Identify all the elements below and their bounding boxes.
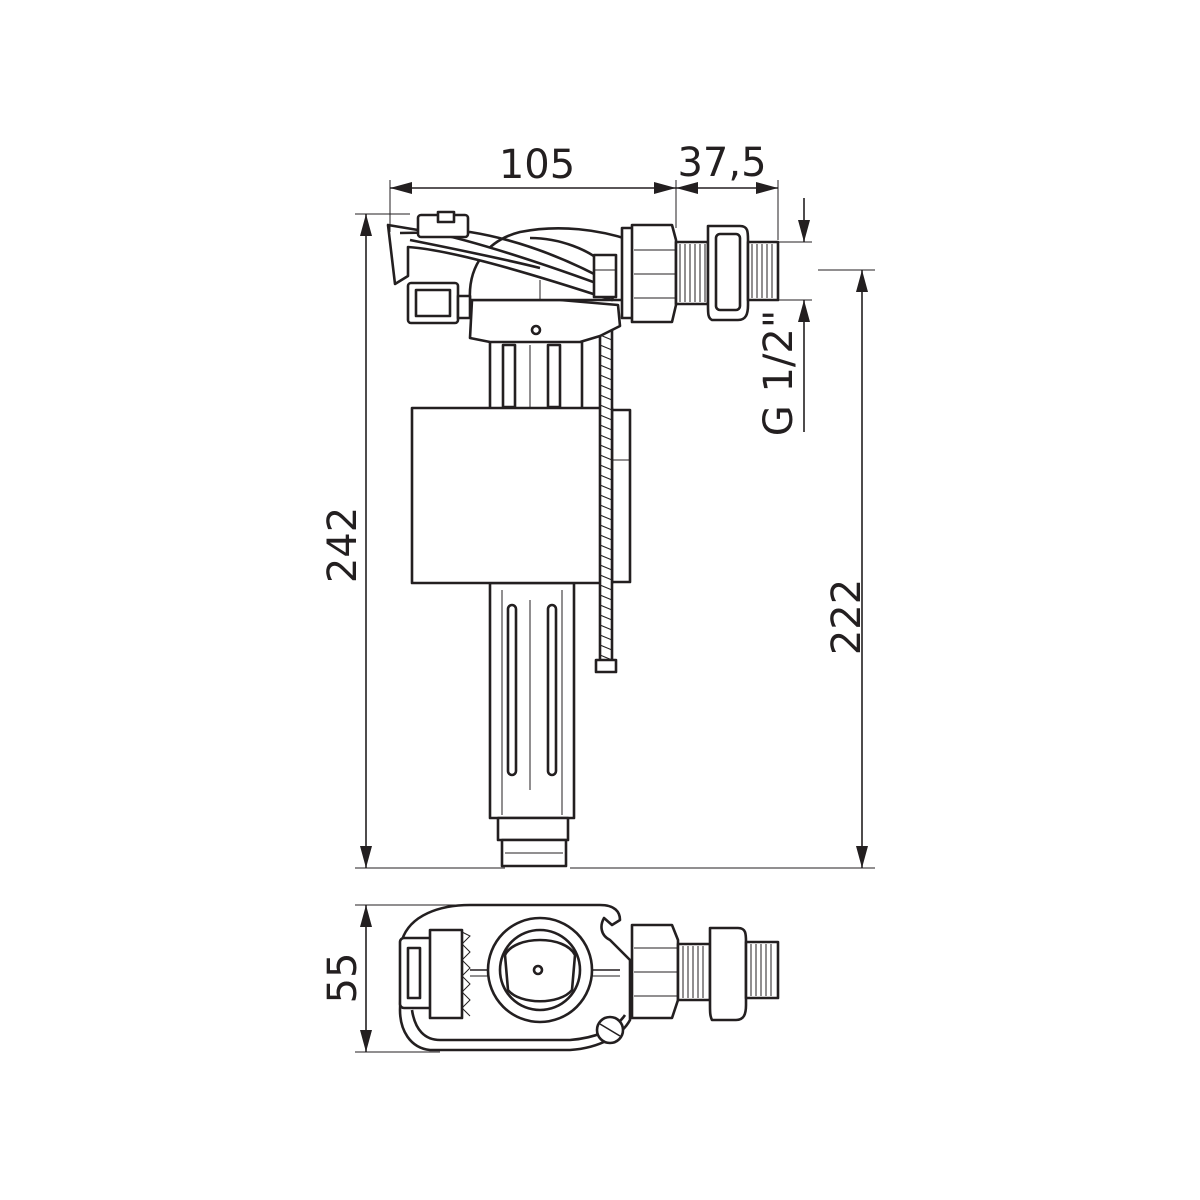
dimension-depth: 55 [320,904,470,1053]
dimension-width-inlet: 37,5 [676,140,778,194]
lower-stem [488,581,576,868]
dimension-height-total-label: 242 [320,507,366,583]
top-inlet [630,923,780,1022]
dimension-height-inlet-label: 222 [824,579,870,655]
dimension-width-body: 105 [389,142,779,240]
front-view: 105 37,5 G 1/2" 242 [320,140,875,869]
dimension-depth-label: 55 [320,953,366,1004]
dimension-height-total: 242 [320,213,505,869]
top-valve-disc [486,916,594,1024]
adjustment-rod [594,323,618,674]
dimension-height-inlet: 222 [570,269,875,869]
float-cup [410,406,632,585]
inlet-shank [674,224,780,322]
dimension-thread: G 1/2" [756,198,812,436]
inlet-nut [620,223,678,324]
top-view: 55 [320,903,780,1053]
dimension-width-inlet-label: 37,5 [677,140,766,186]
dimension-thread-label: G 1/2" [756,310,802,436]
top-adjust-screw [595,1015,625,1045]
upper-stem [488,338,584,412]
dimension-width-body-label: 105 [499,142,575,188]
float-arm [386,210,618,325]
top-float-arm [398,928,620,1020]
